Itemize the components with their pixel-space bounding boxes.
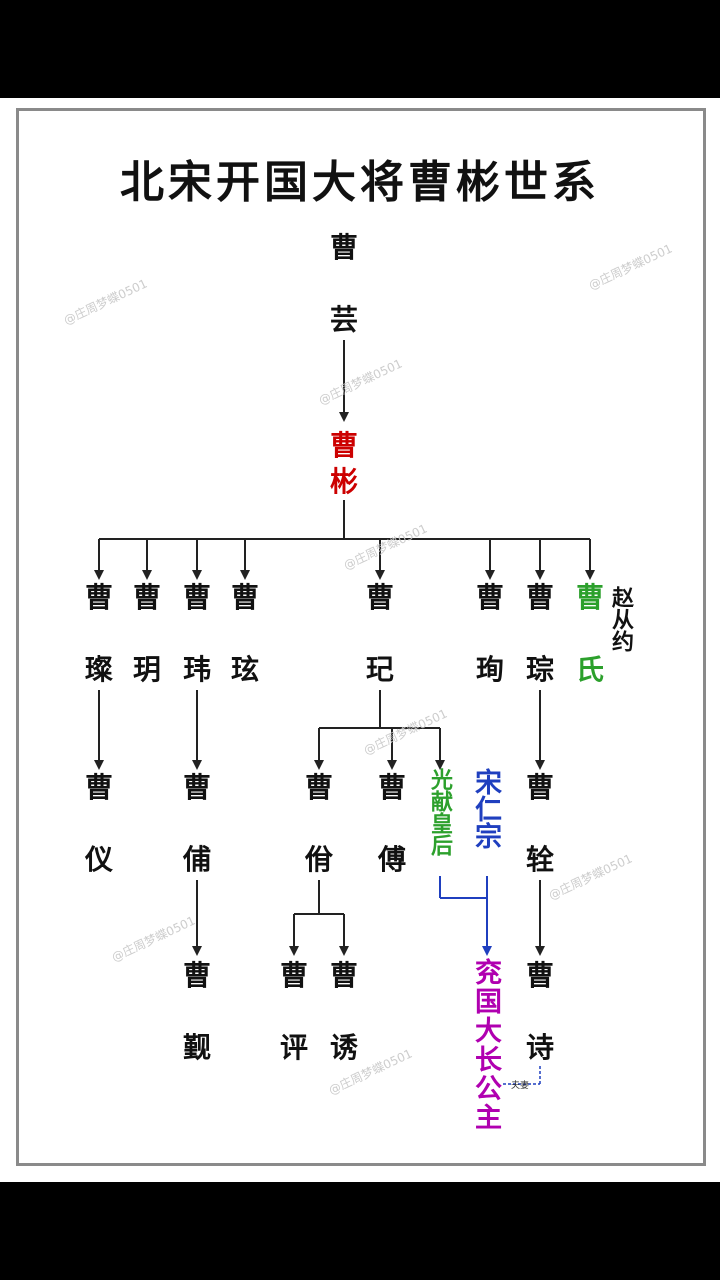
node-guangxian-empress: 光献皇后 [427, 768, 452, 856]
node-cao-gou-surname: 曹 [183, 959, 212, 992]
node-cao-gou-name: 觐 [183, 1031, 212, 1064]
node-cao-xuan-name: 玹 [231, 653, 260, 686]
node-cao-bin-surname: 曹 [330, 429, 359, 462]
node-cao-cong-name: 琮 [526, 653, 555, 686]
node-cao-shi2-name: 诗 [526, 1031, 555, 1064]
connector-lines [94, 340, 595, 1085]
spouse-label: 夫妻 [511, 1081, 530, 1091]
node-cao-yi-surname: 曹 [85, 771, 114, 804]
node-cao-you-surname: 曹 [330, 959, 359, 992]
node-cao-ping-name: 评 [280, 1031, 309, 1064]
node-cao-xun-name: 珣 [476, 653, 505, 686]
node-yanguo-princess: 兖国大长公主 [470, 958, 501, 1132]
node-cao-ping-surname: 曹 [280, 959, 309, 992]
node-cao-qi-name: 玘 [366, 653, 395, 686]
node-cao-quan-surname: 曹 [526, 771, 555, 804]
node-cao-xuan-surname: 曹 [231, 581, 260, 614]
diagram-title: 北宋开国大将曹彬世系 [120, 157, 600, 208]
node-cao-wei-surname: 曹 [183, 581, 212, 614]
node-cao-shi2-surname: 曹 [526, 959, 555, 992]
node-cao-shi-surname: 曹 [576, 581, 605, 614]
node-cao-can-surname: 曹 [85, 581, 114, 614]
diagram-frame [16, 108, 706, 1166]
node-cao-you-name: 诱 [330, 1031, 359, 1064]
node-cao-fu2-name: 傅 [378, 843, 407, 876]
node-cao-fu-surname: 曹 [183, 771, 212, 804]
node-cao-shi-name: 氏 [576, 653, 605, 686]
node-song-renzong: 宋仁宗 [470, 768, 501, 849]
node-cao-yu-surname: 曹 [133, 581, 162, 614]
node-cao-can-name: 璨 [85, 653, 114, 686]
node-cao-yu-name: 玥 [133, 653, 162, 686]
node-cao-cong-surname: 曹 [526, 581, 555, 614]
node-cao-qi-surname: 曹 [366, 581, 395, 614]
node-cao-yun-name: 芸 [330, 303, 359, 336]
node-cao-yun-surname: 曹 [330, 231, 359, 264]
arrow-bin [339, 412, 349, 422]
node-cao-fu-name: 俌 [183, 843, 212, 876]
node-cao-bin-name: 彬 [330, 465, 359, 498]
node-zhao-congyue: 赵从约 [608, 586, 633, 652]
node-cao-fu2-surname: 曹 [378, 771, 407, 804]
node-cao-quan-name: 辁 [526, 843, 555, 876]
node-cao-yi2-name: 佾 [305, 843, 334, 876]
diagram-canvas: 北宋开国大将曹彬世系 [0, 98, 720, 1182]
node-cao-wei-name: 玮 [183, 653, 212, 686]
node-cao-yi2-surname: 曹 [305, 771, 334, 804]
node-cao-yi-name: 仪 [85, 843, 114, 876]
node-cao-xun-surname: 曹 [476, 581, 505, 614]
